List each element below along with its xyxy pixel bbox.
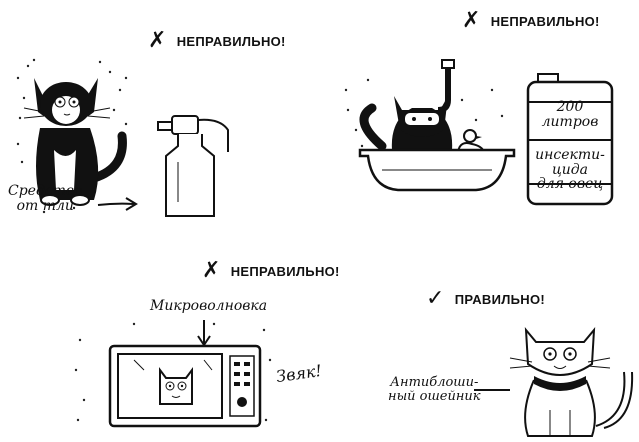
arrow-to-collar-icon bbox=[474, 389, 510, 391]
cross-mark-icon: ✗ bbox=[462, 8, 481, 33]
cat-collar-illustration bbox=[509, 327, 634, 437]
verdict-wrong-spray: ✗ НЕПРАВИЛЬНО! bbox=[148, 30, 286, 52]
verdict-text: ПРАВИЛЬНО! bbox=[454, 291, 546, 307]
collar-caption-line2: ный ошейник bbox=[388, 388, 481, 404]
microwave-caption: Микроволновка bbox=[150, 298, 268, 314]
verdict-text: НЕПРАВИЛЬНО! bbox=[230, 263, 340, 279]
barrel-line4: цида bbox=[551, 161, 588, 178]
barrel-line1: 200 bbox=[556, 99, 584, 115]
verdict-text: НЕПРАВИЛЬНО! bbox=[490, 13, 600, 29]
collar-caption: Антиблоши- ный ошейник bbox=[388, 376, 481, 403]
cat-bath-illustration bbox=[344, 59, 516, 192]
spray-caption: Средство от тли bbox=[8, 184, 83, 213]
arrow-to-spray-icon bbox=[97, 197, 138, 211]
barrel-volume-label: 200 литров bbox=[530, 100, 610, 129]
cross-mark-icon: ✗ bbox=[202, 258, 221, 283]
check-mark-icon: ✓ bbox=[426, 286, 445, 311]
spray-bottle-illustration bbox=[157, 115, 229, 217]
microwave-sound-text: Звяк! bbox=[274, 360, 323, 387]
insecticide-barrel-illustration bbox=[526, 73, 614, 206]
collar-caption-line1: Антиблоши- bbox=[390, 375, 479, 390]
barrel-contents-label: инсекти- цида для овец bbox=[530, 148, 610, 192]
barrel-line3: инсекти- bbox=[535, 147, 605, 163]
barrel-line2: литров bbox=[541, 113, 599, 130]
cross-mark-icon: ✗ bbox=[148, 28, 167, 53]
verdict-wrong-microwave: ✗ НЕПРАВИЛЬНО! bbox=[202, 260, 340, 282]
barrel-line5: для овец bbox=[536, 176, 604, 193]
microwave-illustration bbox=[74, 322, 272, 428]
spray-caption-line1: Средство bbox=[8, 183, 83, 199]
verdict-text: НЕПРАВИЛЬНО! bbox=[176, 33, 286, 49]
verdict-wrong-bath: ✗ НЕПРАВИЛЬНО! bbox=[462, 10, 600, 32]
verdict-right-collar: ✓ ПРАВИЛЬНО! bbox=[426, 288, 545, 310]
cat-spray-illustration bbox=[16, 58, 128, 214]
spray-caption-line2: от тли bbox=[16, 197, 74, 214]
